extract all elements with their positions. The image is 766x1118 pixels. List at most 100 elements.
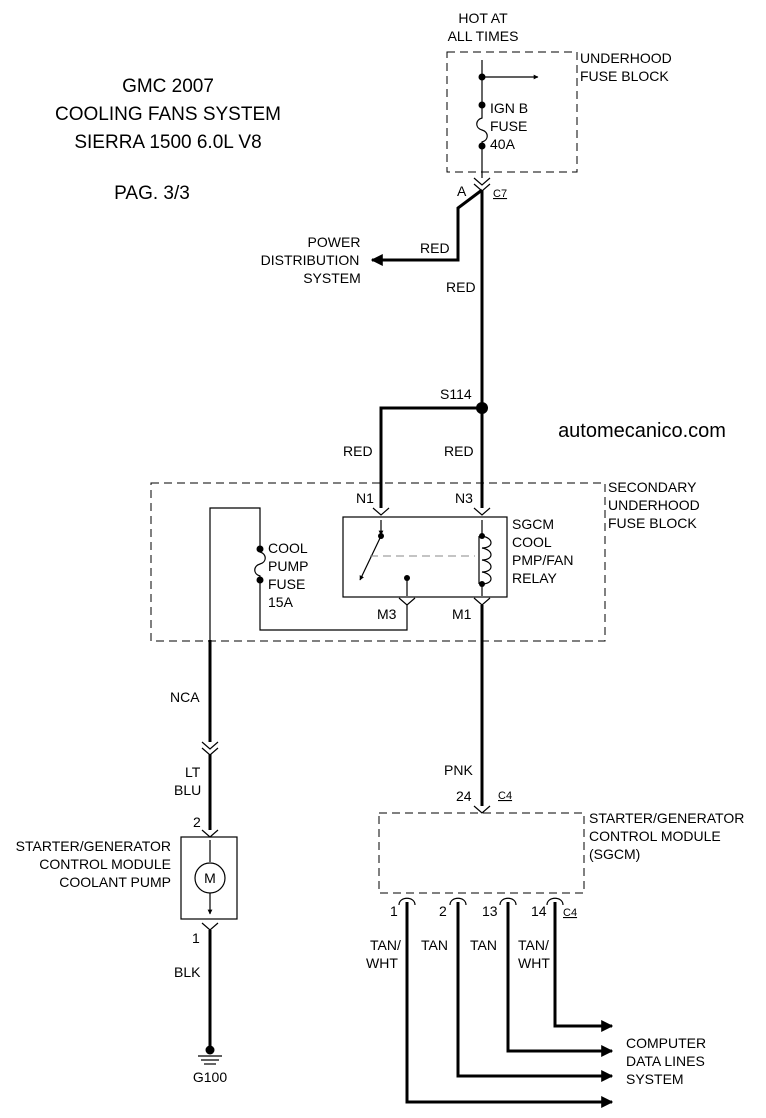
sgcm-pin-2-label: 2 (439, 903, 447, 919)
tan-wht-wire-pin-1 (405, 902, 614, 1108)
underhood-fuse-block-label-1: UNDERHOOD (580, 50, 672, 66)
secondary-fuse-block-label-2: UNDERHOOD (608, 497, 700, 513)
coolant-pump-connector-top (201, 829, 219, 838)
connector-c7-symbol (473, 177, 491, 186)
cool-pump-fuse-feed (259, 580, 408, 631)
power-distribution-label-2: DISTRIBUTION (261, 252, 360, 268)
secondary-fuse-block-label-3: FUSE BLOCK (608, 515, 697, 531)
coolant-pump-label-3: COOLANT PUMP (59, 874, 171, 890)
n3-red-wire-color: RED (444, 443, 474, 459)
ign-b-fuse-symbol (476, 105, 488, 146)
title-line-2: COOLING FANS SYSTEM (55, 104, 281, 125)
pin-n1-connector (372, 507, 390, 516)
tan-wht-wire-2-label-2: WHT (518, 955, 550, 971)
relay-label-3: PMP/FAN (512, 552, 573, 568)
sgcm-pin-14-label: 14 (531, 903, 547, 919)
hot-at-all-times-line-2: ALL TIMES (448, 28, 519, 44)
cool-pump-fuse-label-1: COOL (268, 540, 308, 556)
pin-n1-label: N1 (356, 490, 374, 506)
cool-pump-fuse-label-3: FUSE (268, 576, 305, 592)
main-red-wire-color: RED (446, 279, 476, 295)
pin-a-label: A (457, 183, 467, 199)
coolant-pump-label-2: CONTROL MODULE (39, 856, 171, 872)
inline-connector-upper (201, 741, 219, 750)
coolant-pump-connector-bottom (201, 922, 219, 931)
ground-point (205, 1045, 215, 1055)
power-distribution-wire-color: RED (420, 240, 450, 256)
pin-m1-label: M1 (452, 606, 472, 622)
relay-switch-arm (359, 535, 382, 581)
pin-n3-label: N3 (455, 490, 473, 506)
sgcm-pin-1-connector (398, 897, 416, 906)
tan-wht-wire-2-label-1: TAN/ (518, 937, 549, 953)
lt-blu-wire-label-2: BLU (174, 782, 201, 798)
sgcm-pin-13-connector (499, 897, 517, 906)
connector-c7-label: C7 (493, 188, 507, 200)
coolant-pump (180, 836, 238, 920)
ign-b-fuse-label-1: IGN B (490, 100, 528, 116)
pin-m1-connector (473, 597, 491, 606)
relay-label-4: RELAY (512, 570, 558, 586)
power-distribution-wire (370, 188, 483, 266)
sgcm-label-2: CONTROL MODULE (589, 828, 721, 844)
title-line-1: GMC 2007 (122, 76, 214, 97)
pin-n3-connector (473, 507, 491, 516)
motor-label: M (204, 870, 216, 886)
tan-wire-pin-13 (506, 902, 614, 1057)
tan-wire-2-label: TAN (470, 937, 497, 953)
ground-g100-label: G100 (193, 1069, 227, 1085)
title-line-3: SIERRA 1500 6.0L V8 (74, 132, 261, 153)
pin-m3-label: M3 (377, 606, 397, 622)
page-number: PAG. 3/3 (114, 183, 190, 204)
power-distribution-label-3: SYSTEM (303, 270, 361, 286)
pin-m3-connector (398, 597, 416, 606)
sgcm-pin-2-connector (449, 897, 467, 906)
diagram-title: GMC 2007 COOLING FANS SYSTEM SIERRA 1500… (55, 76, 281, 204)
tan-wire-1-label: TAN (421, 937, 448, 953)
relay-label-2: COOL (512, 534, 552, 550)
computer-data-lines-label-1: COMPUTER (626, 1035, 706, 1051)
hot-at-all-times-line-1: HOT AT (458, 10, 508, 26)
secondary-fuse-block-label-1: SECONDARY (608, 479, 697, 495)
starter-generator-control-module (378, 812, 585, 894)
n1-red-wire (379, 406, 482, 508)
power-distribution-label-1: POWER (308, 234, 361, 250)
watermark: automecanico.com (558, 420, 726, 442)
ign-b-fuse-label-3: 40A (490, 136, 516, 152)
sgcm-pin-1-label: 1 (390, 903, 398, 919)
sgcm-cool-pmp-fan-relay (342, 516, 508, 598)
coolant-pump-label-1: STARTER/GENERATOR (16, 838, 171, 854)
relay-label-1: SGCM (512, 516, 554, 532)
coolant-pump-pin-1: 1 (192, 930, 200, 946)
tan-wht-wire-1-label-2: WHT (366, 955, 398, 971)
pnk-wire-label: PNK (444, 762, 473, 778)
relay-coil-winding (481, 535, 492, 585)
tan-wht-wire-pin-14 (553, 902, 614, 1032)
tan-wire-pin-2 (456, 902, 614, 1082)
coolant-pump-pin-2: 2 (193, 814, 201, 830)
sgcm-label-3: (SGCM) (589, 846, 640, 862)
sgcm-label-1: STARTER/GENERATOR (589, 810, 744, 826)
sgcm-pin-14-connector (546, 897, 564, 906)
sgcm-input-connector (473, 805, 491, 814)
sgcm-input-connector-c4: C4 (498, 790, 512, 802)
sgcm-pin-13-label: 13 (482, 903, 498, 919)
nca-wire-label: NCA (170, 689, 200, 705)
tan-wht-wire-1-label-1: TAN/ (370, 937, 401, 953)
blk-wire-label: BLK (174, 964, 201, 980)
ign-b-fuse-label-2: FUSE (490, 118, 527, 134)
lt-blu-wire-label-1: LT (185, 764, 201, 780)
cool-pump-fuse-output (209, 507, 261, 640)
splice-s114-label: S114 (440, 386, 472, 402)
cool-pump-fuse-label-4: 15A (268, 594, 294, 610)
cool-pump-fuse-symbol (254, 549, 266, 580)
n1-red-wire-color: RED (343, 443, 373, 459)
sgcm-output-connector-c4: C4 (563, 907, 577, 919)
sgcm-input-pin-24: 24 (456, 788, 472, 804)
underhood-fuse-block (446, 51, 578, 173)
underhood-fuse-block-label-2: FUSE BLOCK (580, 68, 669, 84)
secondary-underhood-fuse-block (150, 482, 606, 642)
computer-data-lines-label-2: DATA LINES (626, 1053, 705, 1069)
cool-pump-fuse-label-2: PUMP (268, 558, 308, 574)
computer-data-lines-label-3: SYSTEM (626, 1071, 684, 1087)
